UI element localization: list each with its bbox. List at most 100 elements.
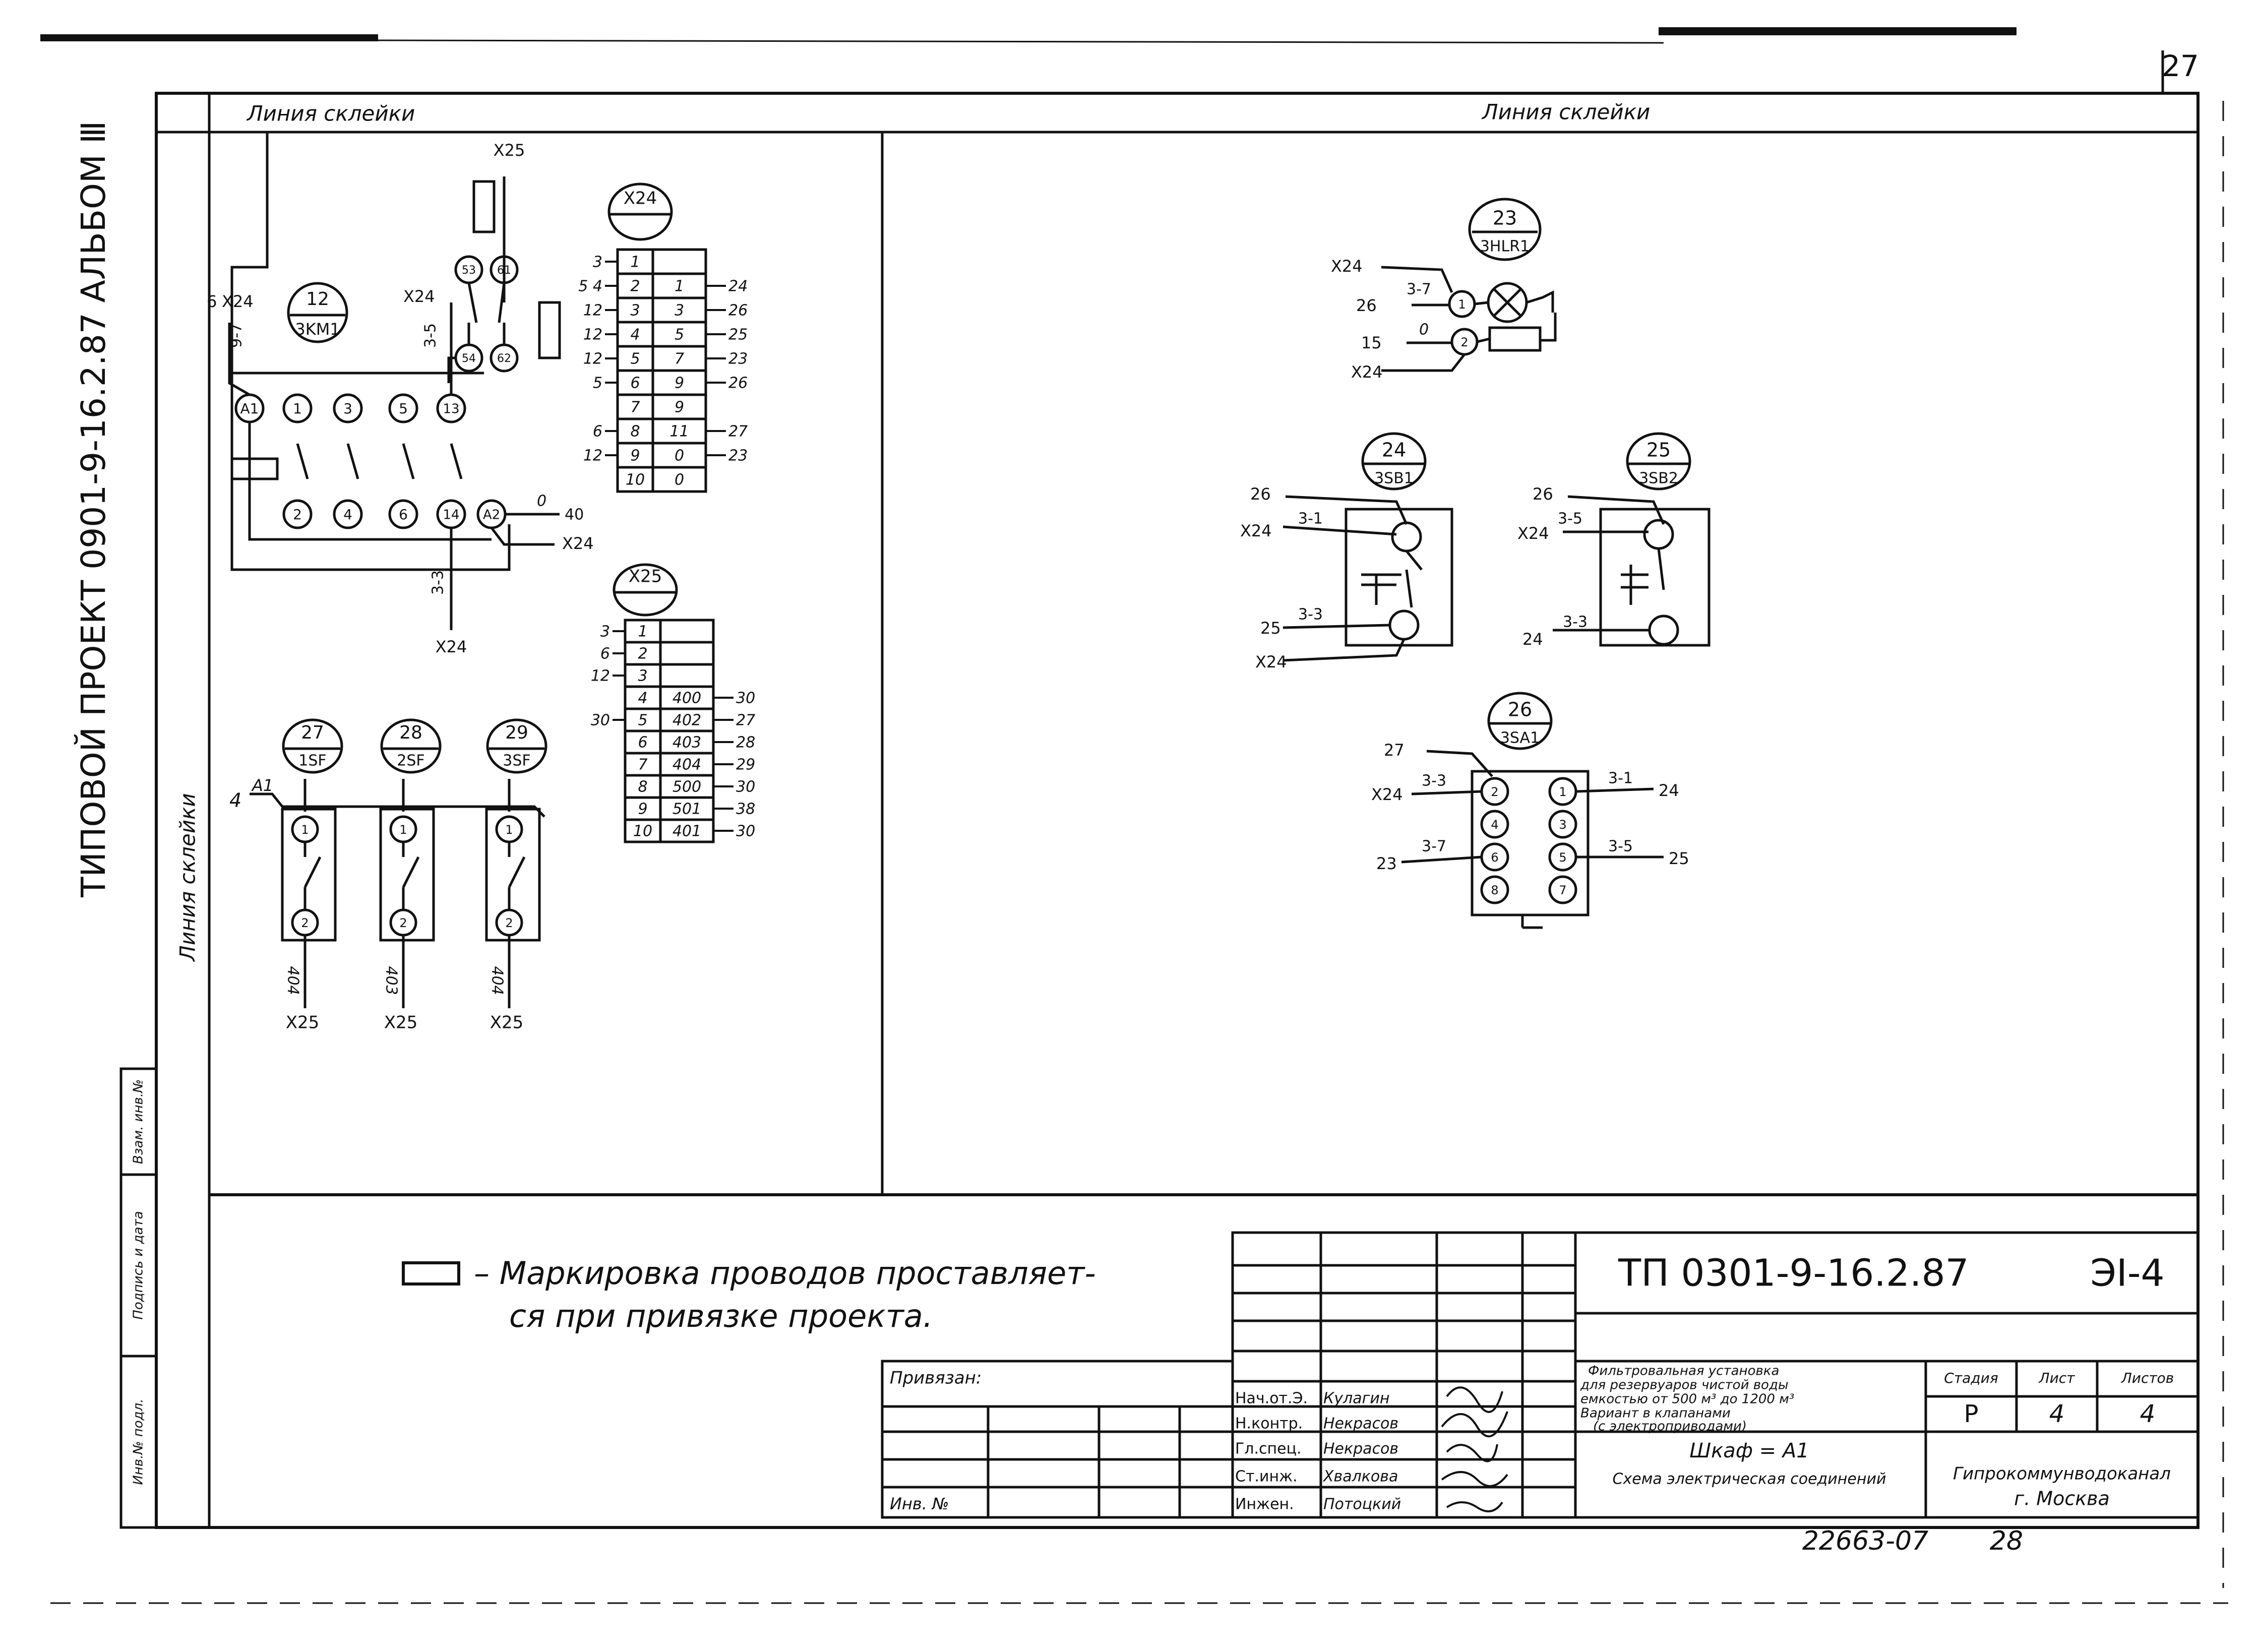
terminal-right: 27 xyxy=(728,423,748,441)
terminal-n: 8 xyxy=(630,423,640,441)
button1-wire-3-3: 3-3 xyxy=(1298,606,1323,624)
stamp-vzam: Взам. инв.№ xyxy=(131,1079,146,1164)
button-3sb1: 24 3SB1 26 X24 3-1 25 3-3 X24 xyxy=(1240,432,1453,671)
terminal-right: 30 xyxy=(736,778,755,796)
lamp-wire-3-7: 3-7 xyxy=(1407,281,1431,298)
breaker-wire-label: 404 xyxy=(284,966,302,995)
relay-wire-0: 0 xyxy=(537,493,546,510)
relay-term-a2: A2 xyxy=(483,508,500,523)
lamp-code: 3HLR1 xyxy=(1480,238,1530,256)
terminal-right: 23 xyxy=(728,350,748,368)
selector-wire-25: 25 xyxy=(1669,849,1689,868)
breaker-term-1: 1 xyxy=(301,823,309,837)
terminal-n: 9 xyxy=(630,447,640,465)
button2-wire-3-3: 3-3 xyxy=(1563,614,1588,631)
terminal-r: 9 xyxy=(675,399,684,416)
relay-code: 3KM1 xyxy=(295,320,340,339)
marking-box-icon xyxy=(402,1261,460,1286)
terminal-n: 10 xyxy=(626,471,645,489)
aux-label-x25: X25 xyxy=(494,141,525,160)
col-value-1: 4 xyxy=(2049,1400,2065,1428)
terminal-r: 0 xyxy=(675,471,684,489)
relay-number: 12 xyxy=(306,289,329,310)
breaker-feed-4: 4 xyxy=(229,789,241,812)
terminal-n: 3 xyxy=(638,667,647,685)
selector-wire-27: 27 xyxy=(1384,741,1405,760)
selector-wire-3-5: 3-5 xyxy=(1608,838,1633,855)
selector-term-4: 4 xyxy=(1491,818,1498,832)
terminal-right: 24 xyxy=(728,278,748,295)
project-code: ТП 0301-9-16.2.87 xyxy=(1618,1252,1969,1295)
selector-wire-x24: X24 xyxy=(1371,785,1403,804)
relay-term-2: 2 xyxy=(293,506,302,523)
button1-wire-25: 25 xyxy=(1260,619,1281,638)
terminal-r: 402 xyxy=(673,712,701,729)
terminal-cell xyxy=(659,619,715,644)
name-2: Некрасов xyxy=(1323,1440,1398,1458)
terminal-n: 6 xyxy=(630,375,640,392)
album-label: АЛЬБОМ Ⅲ xyxy=(74,121,113,303)
button2-wire-x24: X24 xyxy=(1517,524,1549,543)
terminal-n: 5 xyxy=(638,712,647,729)
role-4: Инжен. xyxy=(1235,1496,1294,1513)
terminal-r: 500 xyxy=(673,778,701,796)
terminal-left: 6 xyxy=(600,645,610,663)
desc-1: для резервуаров чистой воды xyxy=(1580,1378,1788,1393)
breaker-wire-label: 403 xyxy=(383,966,400,995)
selector-wire-3-1: 3-1 xyxy=(1608,770,1633,787)
cut-line-label-left: Линия склейки xyxy=(246,101,415,126)
cut-line-label-vertical: Линия склейки xyxy=(175,793,200,962)
lamp-3hlr1: 23 3HLR1 X24 26 3-7 15 0 X24 1 2 xyxy=(1331,198,1557,382)
breaker-destination: X25 xyxy=(384,1013,418,1033)
terminal-r: 1 xyxy=(675,278,684,295)
relay-term-3: 3 xyxy=(343,400,352,417)
col-header-2: Листов xyxy=(2121,1370,2174,1386)
breaker-term-2: 2 xyxy=(399,916,407,930)
terminal-n: 8 xyxy=(638,778,647,796)
breaker-number: 29 xyxy=(505,722,528,743)
relay-wire-40: 40 xyxy=(565,506,584,524)
lamp-term-2: 2 xyxy=(1460,335,1468,349)
terminal-n: 4 xyxy=(630,326,640,344)
col-value-2: 4 xyxy=(2140,1400,2156,1428)
relay-term-14: 14 xyxy=(443,508,459,523)
terminal-n: 3 xyxy=(630,302,640,320)
button2-wire-24: 24 xyxy=(1522,630,1543,649)
relay-term-5: 5 xyxy=(399,400,408,417)
terminal-r: 7 xyxy=(675,350,684,368)
stamp-podpis: Подпись и дата xyxy=(131,1211,146,1319)
note-line-1: – Маркировка проводов проставляет- xyxy=(474,1255,1096,1292)
object-name: Шкаф = А1 xyxy=(1689,1439,1809,1462)
terminal-r: 3 xyxy=(675,302,684,320)
relay-term-a1: A1 xyxy=(240,400,259,417)
desc-3: Вариант в клапанами xyxy=(1580,1406,1731,1421)
inv-no-label: Инв. № xyxy=(890,1494,949,1513)
terminal-cell xyxy=(659,641,715,666)
terminal-n: 7 xyxy=(630,399,640,416)
relay-wire-x24d: X24 xyxy=(436,637,467,656)
breaker-code: 3SF xyxy=(503,752,530,770)
breaker-number: 28 xyxy=(399,722,422,743)
breaker-term-2: 2 xyxy=(301,916,309,930)
role-1: Н.контр. xyxy=(1235,1415,1303,1433)
selector-term-5: 5 xyxy=(1559,850,1566,865)
terminal-right: 25 xyxy=(728,326,748,344)
terminal-n: 9 xyxy=(638,801,647,818)
relay-wire-3-3: 3-3 xyxy=(430,570,447,595)
selector-term-1: 1 xyxy=(1559,785,1566,799)
stamp-inv-podl: Инв.№ подл. xyxy=(131,1398,146,1485)
button2-number: 25 xyxy=(1646,439,1671,461)
aux-term-53: 53 xyxy=(462,264,476,277)
lamp-wire-15: 15 xyxy=(1361,333,1382,352)
privyazan-label: Привязан: xyxy=(890,1368,982,1388)
terminal-r: 0 xyxy=(675,447,684,465)
selector-wire-3-3: 3-3 xyxy=(1422,772,1446,790)
terminal-r: 11 xyxy=(669,423,689,441)
button2-wire-3-5: 3-5 xyxy=(1558,510,1582,528)
relay-wire-x24c: X24 xyxy=(562,534,594,553)
